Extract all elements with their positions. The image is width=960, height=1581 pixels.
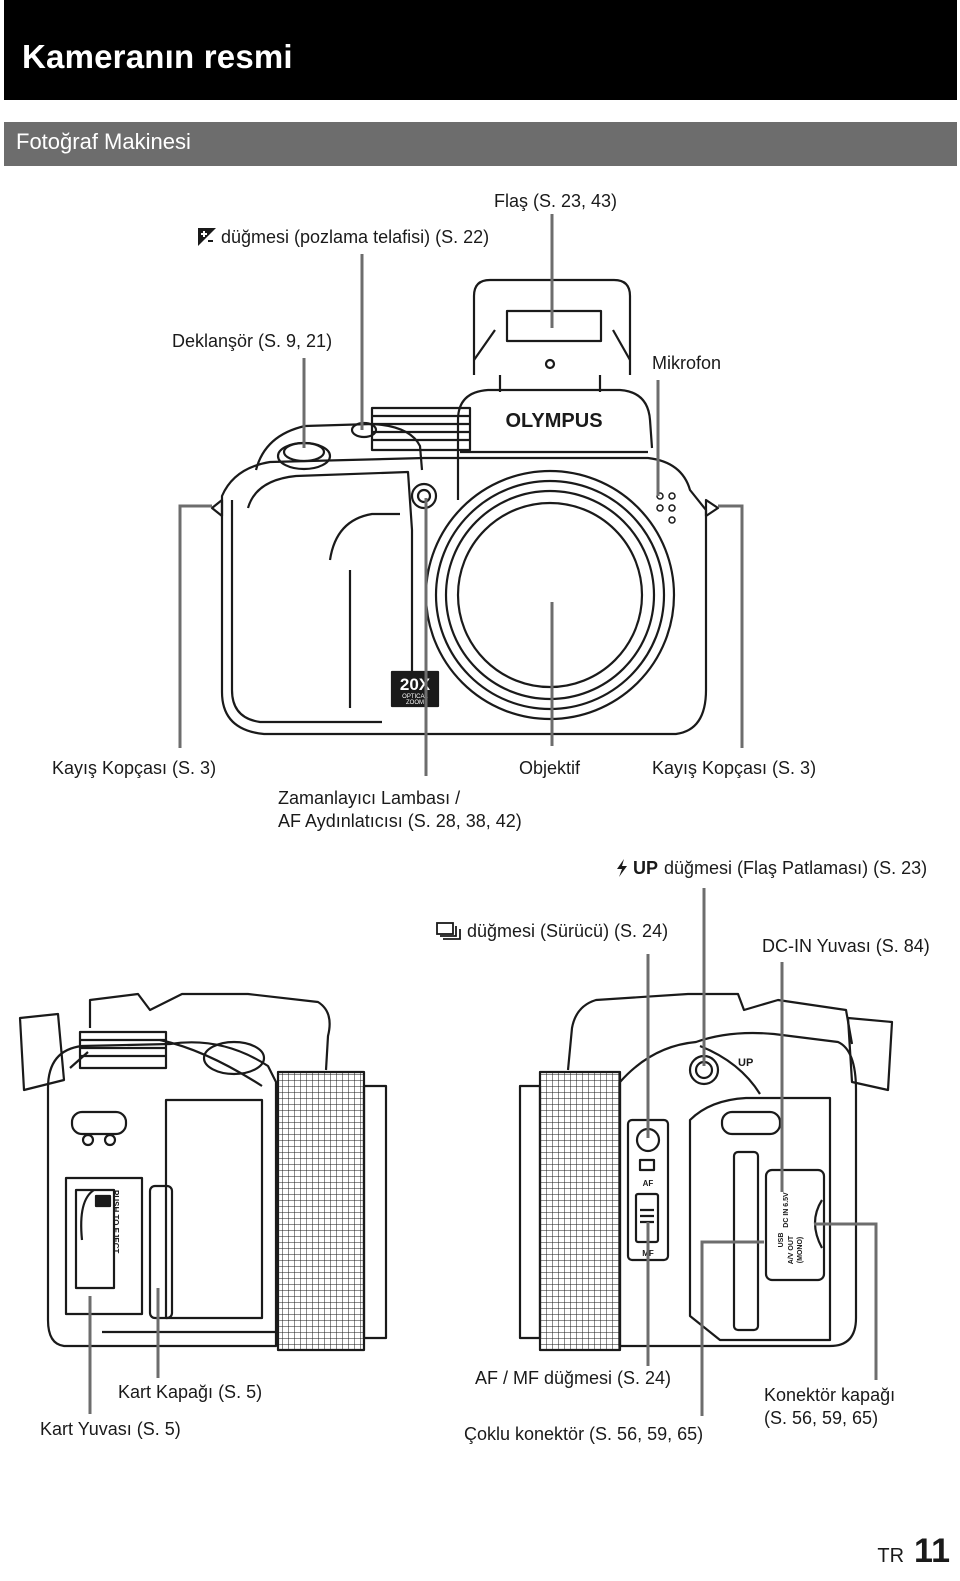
front-head [456,388,654,500]
front-body [220,456,708,736]
exposure-button-text: düğmesi (pozlama telafisi) (S. 22) [221,227,490,247]
leader-connector-cover [814,1222,878,1380]
left-side-body [46,1041,278,1348]
flash-bolt-icon [616,859,628,882]
af-text: AF [643,1179,654,1188]
exposure-button-label: düğmesi (pozlama telafisi) (S. 22) [198,226,489,251]
microphone-holes [656,492,676,524]
self-timer-label-line2: AF Aydınlatıcısı (S. 28, 38, 42) [278,811,522,831]
card-slot-drawing [64,1176,144,1316]
af-mf-label: AF / MF düğmesi (S. 24) [475,1368,672,1388]
mono-text: (MONO) [797,1237,804,1263]
connector-cover-label-line2: (S. 56, 59, 65) [764,1408,879,1428]
drive-button-text: düğmesi (Sürücü) (S. 24) [467,921,669,941]
zoom-badge-line2: ZOOM [406,700,424,706]
language-code: TR [877,1545,905,1567]
brand-logo: OLYMPUS [505,410,602,432]
page-footer: TR 11 [877,1532,950,1571]
usb-text: USB [778,1233,785,1248]
strap-right-label: Kayış Kopçası (S. 3) [652,758,817,778]
card-cover-label: Kart Kapağı (S. 5) [118,1382,263,1402]
flash-window [505,309,603,343]
leader-strap-right [718,504,744,748]
title-bar: Kameranın resmi [4,0,957,100]
exposure-compensation-icon [198,228,216,251]
page-number: 11 [914,1532,950,1570]
grip-top [254,422,424,471]
microphone-label: Mikrofon [652,353,722,373]
strap-lug-left [210,498,224,518]
zoom-badge [390,670,440,708]
flash-up-button-text: düğmesi (Flaş Patlaması) (S. 23) [664,858,928,878]
strap-left-label: Kayış Kopçası (S. 3) [52,758,217,778]
sequential-shooting-icon [436,922,462,945]
strap-lug-right [704,498,720,518]
dc-in-label: DC-IN Yuvası (S. 84) [762,936,930,956]
drive-button-label: düğmesi (Sürücü) (S. 24) [436,920,668,945]
camera-left-side-view: PUSH TO EJECT [18,992,388,1352]
lens-label: Objektif [519,758,581,778]
dc-in-text: DC IN 6.5V [783,1192,790,1228]
lens-drawing [424,469,676,721]
section-title: Fotoğraf Makinesi [16,129,191,154]
card-cover-drawing [148,1184,174,1320]
section-bar: Fotoğraf Makinesi [4,122,957,166]
flash-label: Flaş (S. 23, 43) [494,191,618,211]
push-to-eject-text: PUSH TO EJECT [111,1190,120,1254]
av-out-text: A/V OUT [788,1235,795,1264]
leader-lines [88,214,878,1416]
exposure-button-drawing [350,421,378,439]
flash-up-icon-text: UP [633,858,659,878]
self-timer-label-line1: Zamanlayıcı Lambası / [278,788,461,808]
camera-right-side-view: UP USB A/V OUT (MONO) DC IN 6.5V AF MF [518,992,894,1352]
leader-multi-connector [700,1240,764,1416]
zoom-badge-line1: OPTICAL [402,694,428,700]
page-title: Kameranın resmi [22,38,293,75]
leader-strap-left [178,504,212,748]
right-side-body [618,1031,858,1348]
connector-cover-label-line1: Konektör kapağı [764,1385,896,1405]
shutter-label: Deklanşör (S. 9, 21) [172,331,333,351]
body-up-text: UP [738,1057,753,1069]
card-slot-label: Kart Yuvası (S. 5) [40,1419,181,1439]
zoom-badge-value: 20X [400,675,431,694]
multi-connector-label: Çoklu konektör (S. 56, 59, 65) [464,1424,704,1444]
self-timer-lamp-drawing [410,482,438,510]
